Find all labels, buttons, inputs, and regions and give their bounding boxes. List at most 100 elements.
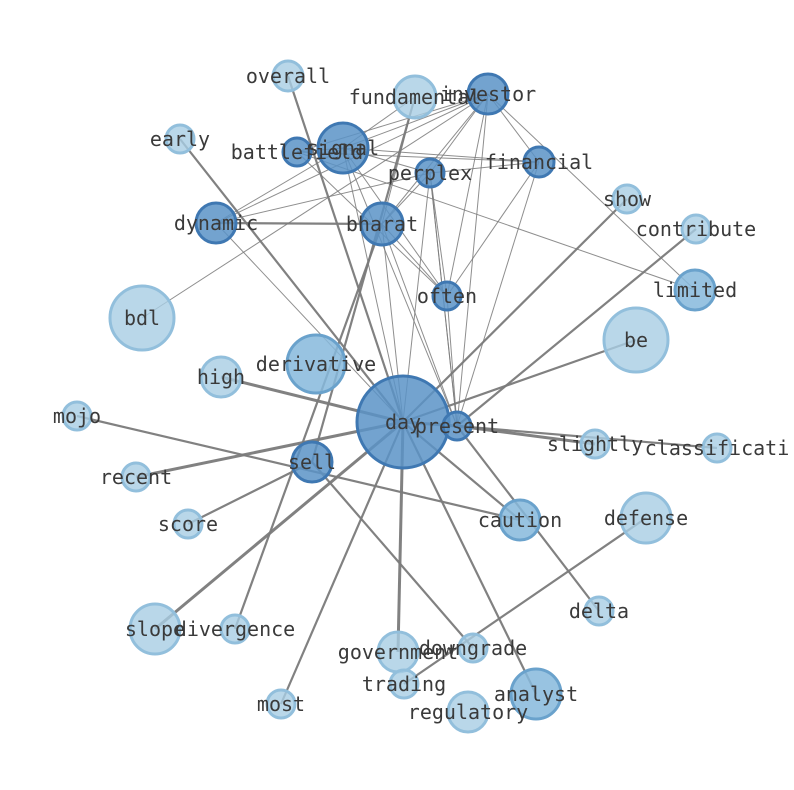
edge-sell-downgrade xyxy=(311,461,474,649)
edge-divergence-bharat xyxy=(233,223,384,630)
node-contribute xyxy=(680,213,712,245)
node-label-downgrade: downgrade xyxy=(419,636,527,660)
edge-bdl-investor xyxy=(141,93,489,319)
node-analyst xyxy=(509,667,563,721)
node-score xyxy=(172,508,204,540)
node-label-defense: defense xyxy=(604,506,688,530)
node-label-regulatory: regulatory xyxy=(408,700,528,724)
node-present xyxy=(441,410,473,442)
edge-day-overall xyxy=(286,75,405,423)
edge-dynamic-bharat xyxy=(215,221,383,226)
node-label-trading: trading xyxy=(362,672,446,696)
node-label-delta: delta xyxy=(569,599,629,623)
edge-present-often xyxy=(446,295,458,427)
edge-present-contribute xyxy=(456,228,697,427)
node-high xyxy=(199,355,243,399)
node-label-caution: caution xyxy=(478,508,562,532)
node-label-be: be xyxy=(624,328,648,352)
node-investor xyxy=(466,72,510,116)
node-often xyxy=(431,280,463,312)
edge-perplex-financial xyxy=(429,161,540,174)
node-label-show: show xyxy=(603,187,652,211)
node-label-slightly: slightly xyxy=(547,432,643,456)
node-label-government: government xyxy=(338,640,458,664)
edge-perplex-often xyxy=(429,172,448,297)
edge-present-financial xyxy=(456,161,540,427)
edge-day-analyst xyxy=(402,421,537,695)
node-signal xyxy=(316,121,370,175)
node-divergence xyxy=(219,613,251,645)
edge-investor-often xyxy=(446,93,489,297)
edge-battlefield-limited xyxy=(296,151,696,291)
node-be xyxy=(602,306,670,374)
node-label-day: day xyxy=(385,410,421,434)
node-label-analyst: analyst xyxy=(494,682,578,706)
node-fundamental xyxy=(392,74,438,120)
node-label-battlefield: battlefield xyxy=(231,140,363,164)
edge-present-bharat xyxy=(381,223,458,427)
edge-signal-financial xyxy=(342,147,540,163)
node-derivative xyxy=(285,333,347,395)
node-label-dynamic: dynamic xyxy=(174,211,258,235)
edge-defense-trading xyxy=(403,517,647,685)
edge-present-investor xyxy=(456,93,489,427)
node-early xyxy=(164,123,196,155)
node-label-slope: slope xyxy=(125,617,185,641)
node-label-signal: signal xyxy=(307,136,379,160)
node-label-score: score xyxy=(158,512,218,536)
node-downgrade xyxy=(457,632,489,664)
edge-present-signal xyxy=(342,147,458,427)
node-bharat xyxy=(359,201,405,247)
node-layer xyxy=(61,59,733,734)
node-label-perplex: perplex xyxy=(388,161,472,185)
node-label-present: present xyxy=(415,414,499,438)
node-label-sell: sell xyxy=(288,450,336,474)
node-sell xyxy=(290,440,334,484)
node-battlefield xyxy=(281,136,313,168)
node-limited xyxy=(673,268,717,312)
node-label-contribute: contribute xyxy=(636,217,756,241)
node-label-limited: limited xyxy=(653,278,737,302)
node-trading xyxy=(388,668,420,700)
node-financial xyxy=(522,145,556,179)
node-regulatory xyxy=(446,690,490,734)
node-label-high: high xyxy=(197,365,245,389)
node-label-overall: overall xyxy=(246,64,330,88)
node-label-fundamental: fundamental xyxy=(349,85,481,109)
node-label-financial: financial xyxy=(485,150,593,174)
node-most xyxy=(265,688,297,720)
node-label-divergence: divergence xyxy=(175,617,295,641)
node-slope xyxy=(128,602,182,656)
node-recent xyxy=(120,461,152,493)
node-bdl xyxy=(108,284,176,352)
node-label-classificati: classificati xyxy=(645,436,790,460)
node-label-bdl: bdl xyxy=(124,306,160,330)
node-label-derivative: derivative xyxy=(256,352,376,376)
node-label-bharat: bharat xyxy=(346,212,418,236)
edge-investor-limited xyxy=(487,93,696,291)
node-perplex xyxy=(414,157,446,189)
node-overall xyxy=(271,59,305,93)
edge-financial-often xyxy=(446,161,540,297)
node-defense xyxy=(619,491,673,545)
node-label-often: often xyxy=(417,284,477,308)
node-classificati xyxy=(701,432,733,464)
edge-day-early xyxy=(179,138,404,423)
node-caution xyxy=(498,498,542,542)
node-label-investor: investor xyxy=(440,82,536,106)
node-label-recent: recent xyxy=(100,465,172,489)
node-label-early: early xyxy=(150,127,210,151)
node-show xyxy=(611,183,643,215)
node-dynamic xyxy=(194,201,238,245)
edge-dynamic-perplex xyxy=(215,172,431,224)
edge-day-slope xyxy=(154,420,404,631)
node-label-most: most xyxy=(257,692,305,716)
node-mojo xyxy=(61,400,93,432)
node-label-mojo: mojo xyxy=(53,404,101,428)
node-slightly xyxy=(579,428,611,460)
edge-sell-fundamental xyxy=(310,96,417,463)
node-delta xyxy=(583,595,615,627)
edge-day-most xyxy=(279,421,405,705)
